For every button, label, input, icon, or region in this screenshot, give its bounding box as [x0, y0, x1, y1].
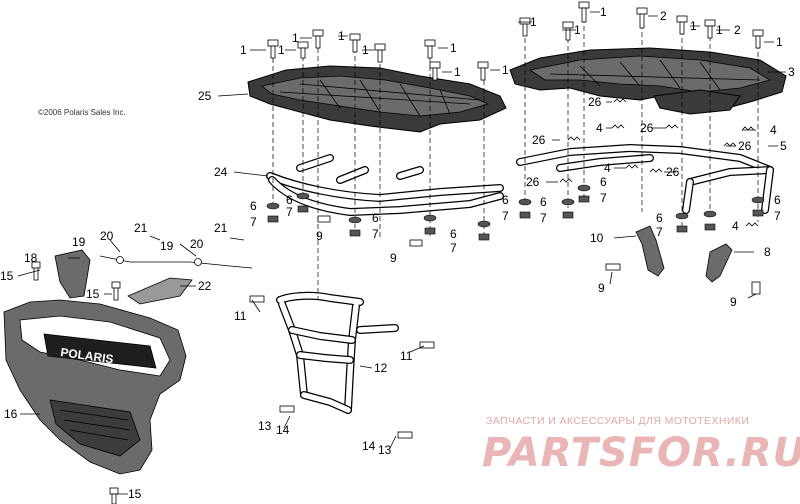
bracket-10	[635, 225, 665, 277]
callout-labels: 1 1 1 1 1 1 1 1 1 1 1 1 1 1 2 2 3 25 24 …	[0, 5, 795, 501]
callout-1: 1	[454, 65, 461, 79]
callout-14: 14	[362, 439, 376, 453]
callout-9: 9	[316, 229, 323, 243]
callout-6: 6	[600, 175, 607, 189]
callout-18: 18	[24, 251, 38, 265]
callout-9: 9	[390, 251, 397, 265]
callout-1: 1	[240, 43, 247, 57]
callout-21: 21	[134, 221, 148, 235]
callout-6: 6	[372, 211, 379, 225]
callout-7: 7	[502, 209, 509, 223]
callout-1: 1	[502, 63, 509, 77]
callout-26: 26	[526, 175, 540, 189]
front-rack-25	[247, 65, 507, 133]
rear-rack-support-5	[516, 144, 774, 214]
callout-9: 9	[598, 281, 605, 295]
callout-1: 1	[278, 43, 285, 57]
callout-7: 7	[774, 209, 781, 223]
callout-16: 16	[4, 407, 18, 421]
callout-26: 26	[640, 121, 654, 135]
front-bumper-16: POLARIS	[3, 299, 187, 475]
callout-2: 2	[660, 9, 667, 23]
callout-1: 1	[338, 29, 345, 43]
callout-26: 26	[588, 95, 602, 109]
callout-6: 6	[656, 211, 663, 225]
light-cover-22	[127, 277, 193, 305]
callout-26: 26	[738, 139, 752, 153]
assembly-guide-lines	[272, 10, 759, 300]
callout-15: 15	[86, 287, 100, 301]
front-bumper-frame-12	[276, 291, 399, 414]
callout-9: 9	[730, 295, 737, 309]
callout-4: 4	[770, 123, 777, 137]
callout-6: 6	[286, 193, 293, 207]
callout-19: 19	[160, 239, 174, 253]
callout-11: 11	[234, 309, 247, 323]
callout-7: 7	[540, 211, 547, 225]
callout-1: 1	[690, 19, 697, 33]
callout-3: 3	[788, 65, 795, 79]
bolt-fasteners	[31, 1, 764, 504]
callout-1: 1	[530, 15, 537, 29]
callout-1: 1	[362, 43, 369, 57]
callout-13: 13	[378, 443, 392, 457]
callout-1: 1	[574, 23, 581, 37]
callout-7: 7	[372, 227, 379, 241]
callout-6: 6	[540, 195, 547, 209]
callout-8: 8	[764, 245, 771, 259]
callout-4: 4	[596, 121, 603, 135]
callout-11: 11	[400, 349, 413, 363]
callout-6: 6	[774, 193, 781, 207]
callout-14: 14	[276, 423, 290, 437]
callout-2: 2	[734, 23, 741, 37]
wire-harness-19-20	[99, 255, 253, 269]
callout-7: 7	[450, 241, 457, 255]
callout-4: 4	[604, 161, 611, 175]
copyright-note: ©2006 Polaris Sales Inc.	[38, 108, 126, 117]
callout-10: 10	[590, 231, 604, 245]
callout-19: 19	[72, 235, 86, 249]
callout-1: 1	[776, 35, 783, 49]
callout-1: 1	[450, 41, 457, 55]
callout-12: 12	[374, 361, 388, 375]
callout-25: 25	[198, 89, 212, 103]
callout-7: 7	[656, 225, 663, 239]
callout-7: 7	[286, 205, 293, 219]
callout-24: 24	[214, 165, 228, 179]
callout-1: 1	[716, 23, 723, 37]
spring-clips	[559, 98, 759, 227]
callout-6: 6	[450, 227, 457, 241]
watermark-brand: PARTSFOR.RU	[482, 430, 800, 476]
callout-20: 20	[190, 237, 204, 251]
callout-7: 7	[600, 191, 607, 205]
rear-rack-3	[509, 47, 787, 115]
headlight-bracket-18	[54, 249, 91, 299]
callout-15: 15	[128, 487, 142, 501]
callout-21: 21	[214, 221, 228, 235]
callout-5: 5	[780, 139, 787, 153]
bracket-8	[705, 243, 733, 283]
callout-6: 6	[502, 193, 509, 207]
callout-22: 22	[198, 279, 212, 293]
callout-26: 26	[666, 165, 680, 179]
callout-20: 20	[100, 229, 114, 243]
callout-13: 13	[258, 419, 272, 433]
callout-15: 15	[0, 269, 14, 283]
callout-1: 1	[292, 31, 299, 45]
callout-6: 6	[250, 199, 257, 213]
callout-1: 1	[600, 5, 607, 19]
callout-26: 26	[532, 133, 546, 147]
leader-lines	[17, 11, 786, 495]
nut-washer-fasteners	[266, 184, 765, 241]
callout-4: 4	[732, 219, 739, 233]
watermark-tagline: ЗАПЧАСТИ И АКСЕССУАРЫ ДЛЯ МОТОТЕХНИКИ	[486, 415, 749, 427]
front-rack-support-24	[266, 154, 504, 216]
callout-7: 7	[250, 215, 257, 229]
